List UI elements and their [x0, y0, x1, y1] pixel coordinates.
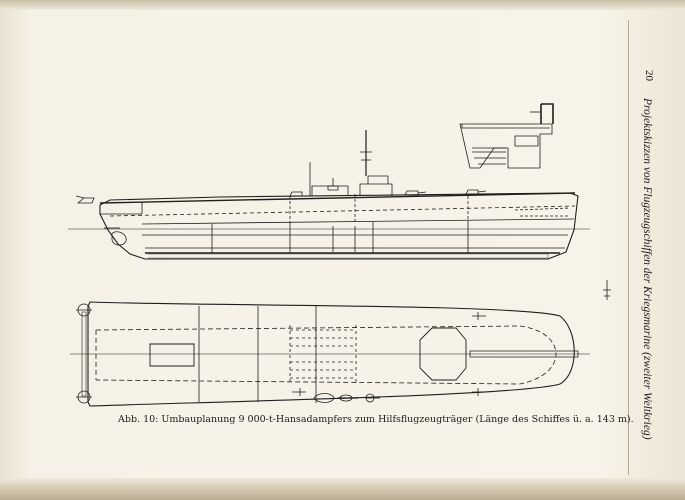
page-top-shadow [0, 0, 685, 10]
side-elevation-view [68, 130, 590, 260]
scale-symbol [603, 280, 611, 300]
running-title: Projektskizzen von Flugzeugschiffen der … [641, 98, 653, 440]
page-bottom-shadow [0, 478, 685, 500]
margin-rule [628, 20, 629, 475]
cross-section-view [459, 103, 554, 169]
figure-caption: Abb. 10: Umbauplanung 9 000-t-Hansadampf… [118, 414, 634, 425]
plan-view [70, 301, 590, 407]
page-number: 20 [643, 70, 655, 81]
